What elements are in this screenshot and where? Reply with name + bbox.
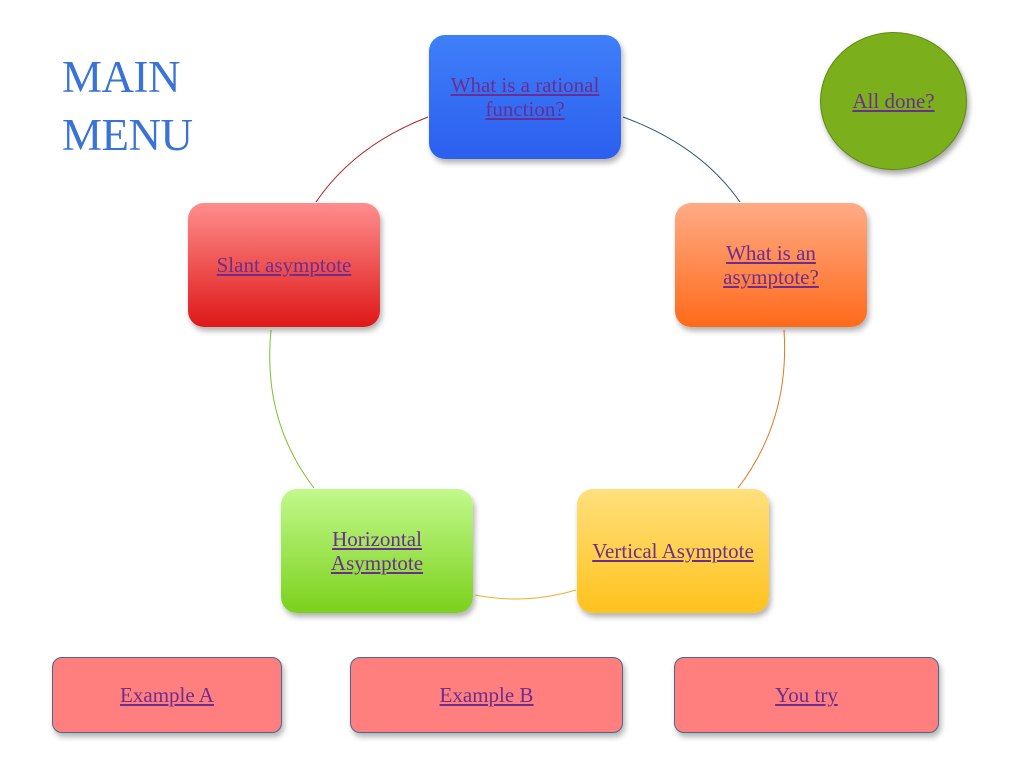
example-a-button[interactable]: Example A bbox=[52, 657, 282, 733]
link-you-try[interactable]: You try bbox=[775, 683, 838, 707]
title-line-2: MENU bbox=[62, 110, 193, 160]
connector-rational-asymptote bbox=[622, 116, 741, 203]
node-rational-function[interactable]: What is a rational function? bbox=[429, 35, 621, 159]
link-all-done[interactable]: All done? bbox=[852, 89, 935, 113]
example-b-button[interactable]: Example B bbox=[350, 657, 623, 733]
node-vertical-asymptote[interactable]: Vertical Asymptote bbox=[577, 489, 769, 613]
you-try-button[interactable]: You try bbox=[674, 657, 939, 733]
link-example-b[interactable]: Example B bbox=[439, 683, 534, 707]
link-rational-function[interactable]: What is a rational function? bbox=[450, 73, 600, 121]
node-horizontal-asymptote[interactable]: Horizontal Asymptote bbox=[281, 489, 473, 613]
title-line-1: MAIN bbox=[62, 52, 180, 102]
node-what-is-asymptote[interactable]: What is an asymptote? bbox=[675, 203, 867, 327]
link-slant-asymptote[interactable]: Slant asymptote bbox=[216, 253, 352, 277]
link-example-a[interactable]: Example A bbox=[120, 683, 214, 707]
node-slant-asymptote[interactable]: Slant asymptote bbox=[188, 203, 380, 327]
connector-horizontal-slant bbox=[269, 329, 315, 489]
link-what-is-asymptote[interactable]: What is an asymptote? bbox=[723, 241, 819, 289]
page-title: MAIN MENU bbox=[62, 48, 193, 164]
link-horizontal-asymptote[interactable]: Horizontal Asymptote bbox=[330, 527, 424, 575]
connector-slant-rational bbox=[315, 116, 429, 203]
connector-vertical-horizontal bbox=[474, 589, 577, 600]
all-done-button[interactable]: All done? bbox=[820, 32, 967, 170]
connector-asymptote-vertical bbox=[737, 329, 786, 489]
link-vertical-asymptote[interactable]: Vertical Asymptote bbox=[592, 539, 754, 563]
